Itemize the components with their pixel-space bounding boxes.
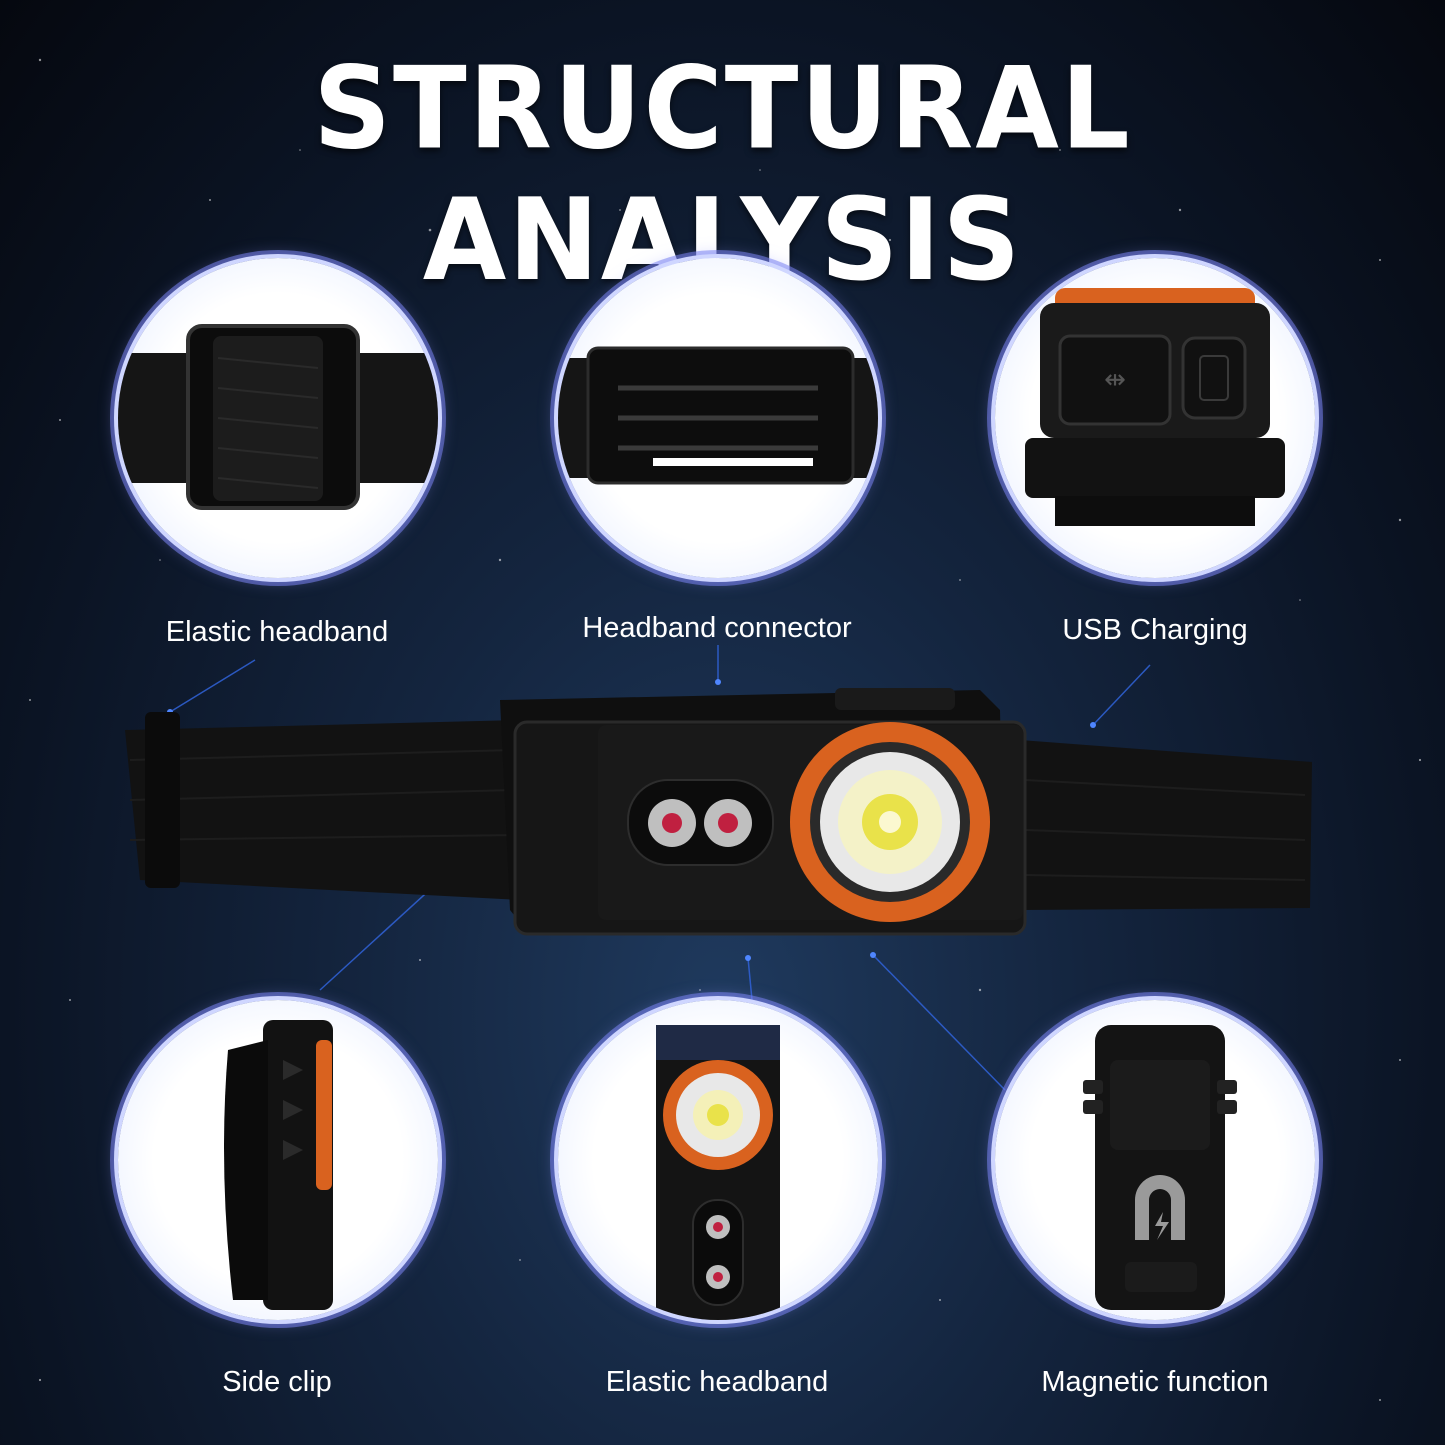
svg-text:⇹: ⇹	[1104, 365, 1126, 395]
feature-image-headband-connector	[558, 258, 878, 578]
label-elastic-headband: Elastic headband	[165, 616, 389, 648]
label-headband-connector: Headband connector	[582, 612, 852, 644]
label-elastic-headband-bottom: Elastic headband	[605, 1366, 829, 1398]
feature-image-side-clip	[118, 1000, 438, 1320]
label-side-clip: Side clip	[222, 1366, 332, 1398]
page-title: STRUCTURAL ANALYSIS	[313, 43, 1132, 307]
feature-image-front-view	[558, 1000, 878, 1320]
label-magnetic-function: Magnetic function	[1041, 1366, 1269, 1398]
feature-image-elastic-headband	[118, 258, 438, 578]
feature-image-usb-charging: ⇹	[995, 258, 1315, 578]
feature-image-magnetic-function	[995, 1000, 1315, 1320]
label-usb-charging: USB Charging	[1062, 614, 1248, 646]
